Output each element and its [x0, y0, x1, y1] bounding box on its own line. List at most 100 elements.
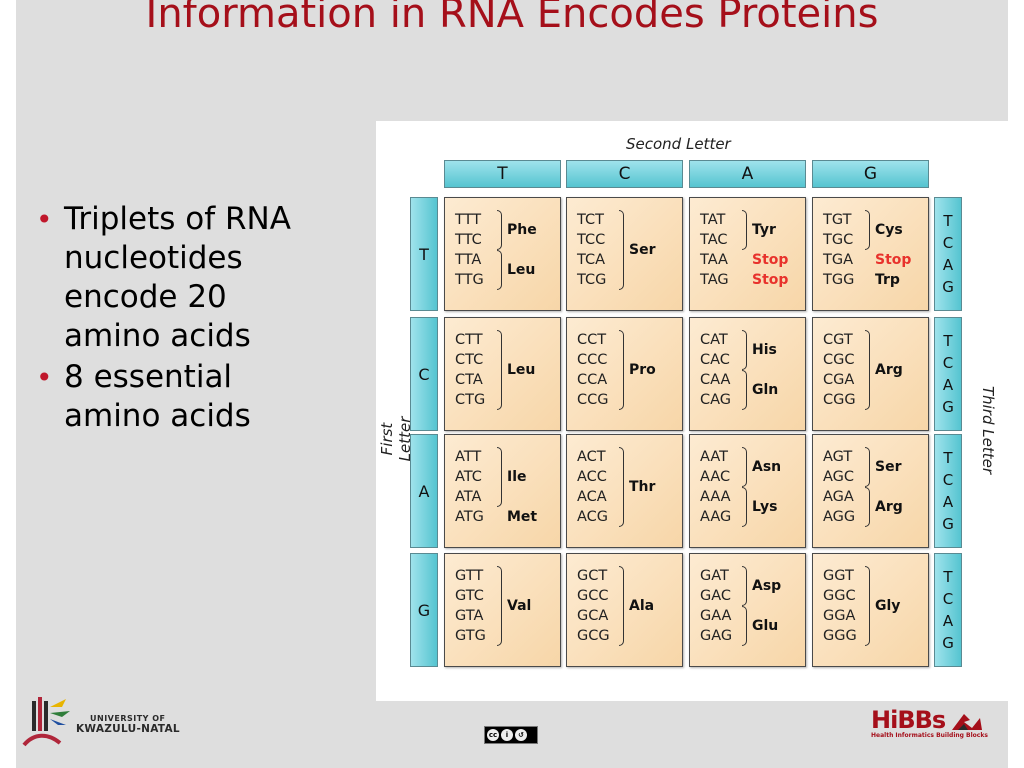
bullet-item: • 8 essential amino acids [34, 358, 324, 436]
amino-acid-label: Lys [752, 499, 778, 515]
codon: TGA [823, 252, 854, 268]
by-icon: i [501, 729, 513, 741]
codon: CCT [577, 332, 607, 348]
codon-brace [497, 330, 502, 410]
amino-acid-label: Cys [875, 222, 903, 238]
codon: TGG [823, 272, 855, 288]
codon-brace [619, 447, 624, 527]
codon-brace [742, 447, 747, 487]
codon-brace [742, 606, 747, 646]
codon: CGT [823, 332, 853, 348]
codon: GCC [577, 588, 609, 604]
amino-acid-label: Leu [507, 362, 536, 378]
codon: CTC [455, 352, 484, 368]
amino-acid-label: Gln [752, 382, 779, 398]
codon-brace [742, 566, 747, 606]
codon: TAA [700, 252, 728, 268]
stop-codon-label: Stop [875, 252, 912, 268]
third-letter: A [942, 493, 954, 511]
codon: ATA [455, 489, 482, 505]
codon-table: Second Letter First Letter Third Letter … [376, 121, 1008, 701]
creative-commons-license-icon: cc i ↺ [484, 726, 538, 744]
university-line1: UNIVERSITY OF [90, 714, 166, 723]
codon: AAC [700, 469, 731, 485]
amino-acid-label: Pro [629, 362, 656, 378]
codon: CAC [700, 352, 730, 368]
codon-brace [497, 210, 502, 250]
ukzn-logo-icon [22, 697, 70, 747]
third-letter: C [942, 234, 954, 252]
codon: ATG [455, 509, 484, 525]
codon: TTG [455, 272, 484, 288]
codon: CAG [700, 392, 732, 408]
codon: CTG [455, 392, 486, 408]
codon-brace [497, 447, 502, 507]
codon: TCC [577, 232, 606, 248]
codon: ATC [455, 469, 482, 485]
codon: CCC [577, 352, 608, 368]
codon-brace [619, 566, 624, 646]
stop-codon-label: Stop [752, 272, 789, 288]
second-letter-header: T [444, 160, 561, 188]
amino-acid-label: Ala [629, 598, 655, 614]
codon: TTT [455, 212, 482, 228]
hibbs-logo: HiBBs Health Informatics Building Blocks [871, 706, 988, 739]
amino-acid-label: Ser [629, 242, 656, 258]
amino-acid-label: Gly [875, 598, 901, 614]
slide-title: Information in RNA Encodes Proteins [145, 0, 879, 37]
codon: GTT [455, 568, 484, 584]
codon: ACA [577, 489, 607, 505]
codon-brace [865, 330, 870, 410]
codon: AAA [700, 489, 731, 505]
amino-acid-label: Phe [507, 222, 537, 238]
bullet-item: • Triplets of RNA nucleotides encode 20 … [34, 200, 324, 356]
codon: CTA [455, 372, 483, 388]
university-name: UNIVERSITY OF KWAZULU-NATAL [76, 713, 180, 735]
codon: GTC [455, 588, 484, 604]
codon: TAC [700, 232, 728, 248]
amino-acid-label: Leu [507, 262, 536, 278]
codon-brace [619, 330, 624, 410]
codon: TGT [823, 212, 852, 228]
third-letter: A [942, 612, 954, 630]
bullet-dot-icon: • [36, 203, 53, 236]
codon: ACG [577, 509, 609, 525]
amino-acid-label: Tyr [752, 222, 776, 238]
amino-acid-label: Arg [875, 499, 903, 515]
amino-acid-label: Thr [629, 479, 656, 495]
codon: AGC [823, 469, 855, 485]
first-letter-header: G [410, 553, 438, 667]
codon: CGG [823, 392, 856, 408]
codon: ACT [577, 449, 606, 465]
amino-acid-label: Arg [875, 362, 903, 378]
codon: TAG [700, 272, 729, 288]
stop-codon-label: Stop [752, 252, 789, 268]
codon: CTT [455, 332, 483, 348]
codon-brace [619, 210, 624, 290]
third-letter: C [942, 354, 954, 372]
codon: AAG [700, 509, 732, 525]
codon: AGT [823, 449, 853, 465]
codon: TTA [455, 252, 482, 268]
hibbs-tagline: Health Informatics Building Blocks [871, 732, 988, 739]
amino-acid-label: Ile [507, 469, 527, 485]
hibbs-blocks-icon [952, 714, 982, 730]
codon: TGC [823, 232, 854, 248]
codon: ATT [455, 449, 482, 465]
